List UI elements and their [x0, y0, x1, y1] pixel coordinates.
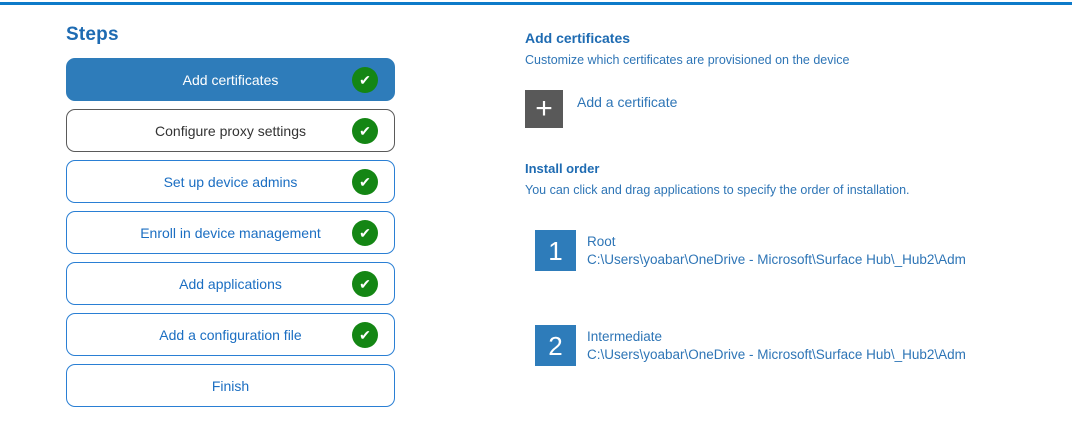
certificate-details: Intermediate C:\Users\yoabar\OneDrive - …: [587, 325, 966, 366]
steps-title: Steps: [66, 24, 119, 45]
step-label: Configure proxy settings: [155, 122, 306, 139]
step-finish[interactable]: Finish: [66, 364, 395, 407]
certificate-name: Intermediate: [587, 328, 663, 344]
certificate-details: Root C:\Users\yoabar\OneDrive - Microsof…: [587, 230, 966, 271]
check-icon: ✔: [352, 321, 378, 348]
step-label: Enroll in device management: [140, 224, 321, 241]
step-add-certificates[interactable]: Add certificates ✔: [66, 58, 395, 101]
step-enroll-in-device-management[interactable]: Enroll in device management ✔: [66, 211, 395, 254]
certificate-path: C:\Users\yoabar\OneDrive - Microsoft\Sur…: [587, 251, 966, 267]
certificate-item-root[interactable]: 1 Root C:\Users\yoabar\OneDrive - Micros…: [535, 230, 966, 271]
check-icon: ✔: [352, 117, 378, 144]
step-label: Finish: [211, 377, 250, 394]
step-label: Add applications: [179, 275, 282, 292]
panel-subtitle: Customize which certificates are provisi…: [525, 53, 850, 67]
install-order-subtitle: You can click and drag applications to s…: [525, 183, 910, 197]
check-icon: ✔: [352, 270, 378, 297]
check-icon: ✔: [352, 219, 378, 246]
plus-icon: +: [525, 90, 563, 128]
step-set-up-device-admins[interactable]: Set up device admins ✔: [66, 160, 395, 203]
step-add-a-configuration-file[interactable]: Add a configuration file ✔: [66, 313, 395, 356]
certificate-name: Root: [587, 233, 616, 249]
install-order-title: Install order: [525, 161, 600, 176]
add-certificates-panel: Add certificates Customize which certifi…: [525, 30, 1065, 366]
order-number-badge: 1: [535, 230, 576, 271]
steps-sidebar: Steps Add certificates ✔ Configure proxy…: [66, 24, 395, 415]
certificate-path: C:\Users\yoabar\OneDrive - Microsoft\Sur…: [587, 346, 966, 362]
add-certificate-button[interactable]: + Add a certificate: [525, 90, 677, 128]
check-icon: ✔: [352, 168, 378, 195]
step-label: Add certificates: [182, 71, 279, 88]
check-icon: ✔: [352, 66, 378, 93]
add-certificate-label: Add a certificate: [577, 94, 678, 110]
step-label: Set up device admins: [163, 173, 298, 190]
step-configure-proxy-settings[interactable]: Configure proxy settings ✔: [66, 109, 395, 152]
step-label: Add a configuration file: [159, 326, 302, 343]
step-add-applications[interactable]: Add applications ✔: [66, 262, 395, 305]
panel-title: Add certificates: [525, 30, 631, 46]
certificate-item-intermediate[interactable]: 2 Intermediate C:\Users\yoabar\OneDrive …: [535, 325, 966, 366]
top-divider: [0, 2, 1072, 5]
order-number-badge: 2: [535, 325, 576, 366]
